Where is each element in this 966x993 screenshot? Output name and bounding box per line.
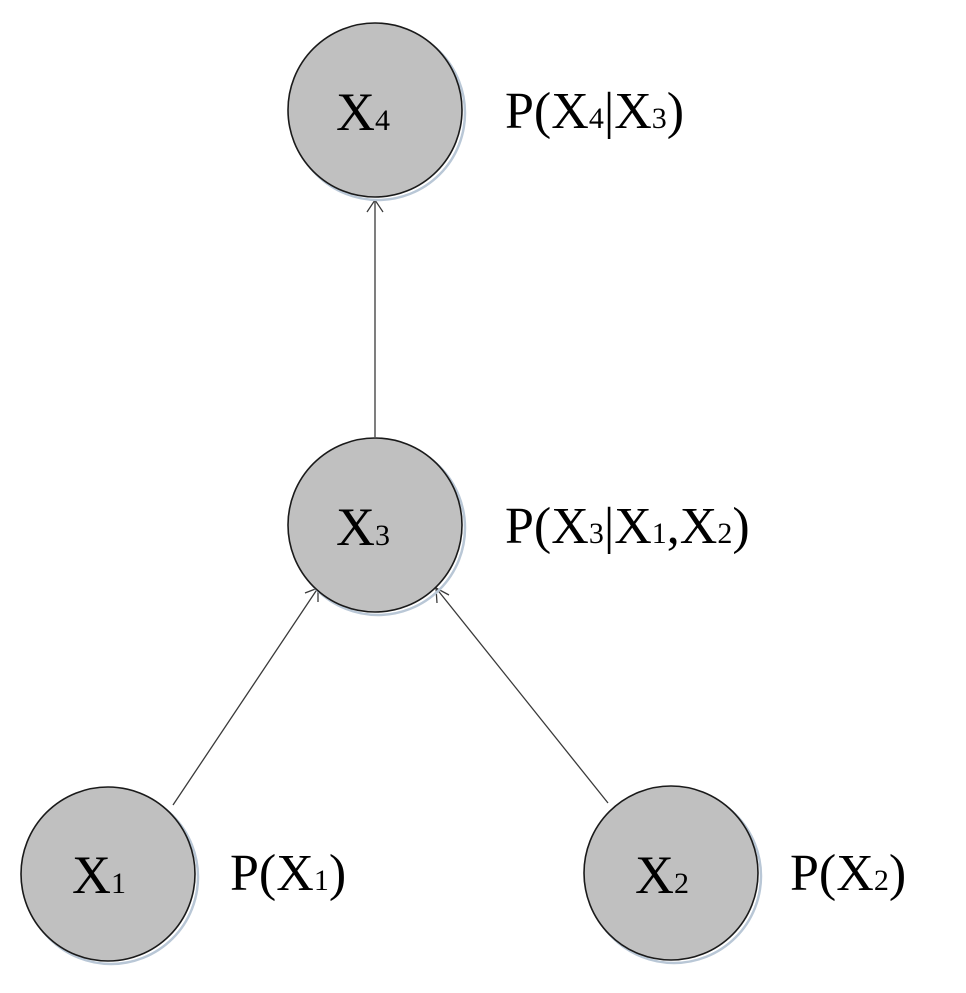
node-x3-var: X bbox=[336, 497, 375, 557]
svg-text:X2: X2 bbox=[635, 845, 689, 905]
prob-label-x1: P(X1) bbox=[230, 845, 346, 902]
edge-x1-to-x3 bbox=[172, 587, 319, 806]
node-x1-index: 1 bbox=[111, 867, 126, 900]
node-x1-var: X bbox=[72, 845, 111, 905]
node-x2-var: X bbox=[635, 845, 674, 905]
svg-text:X3: X3 bbox=[336, 497, 390, 557]
svg-text:X1: X1 bbox=[72, 845, 126, 905]
node-x4: X4 bbox=[287, 22, 467, 202]
prob-label-x4: P(X4|X3) bbox=[505, 83, 684, 140]
node-x2-index: 2 bbox=[674, 867, 689, 900]
node-x4-index: 4 bbox=[375, 104, 390, 137]
svg-text:X4: X4 bbox=[336, 82, 390, 142]
node-x2: X2 bbox=[583, 785, 763, 965]
node-x4-var: X bbox=[336, 82, 375, 142]
prob-label-x2: P(X2) bbox=[790, 845, 906, 902]
prob-label-x3: P(X3|X1,X2) bbox=[505, 498, 750, 555]
node-x3-index: 3 bbox=[375, 519, 390, 552]
edge-x2-to-x3 bbox=[435, 587, 609, 804]
node-x1: X1 bbox=[20, 786, 200, 966]
node-x3: X3 bbox=[287, 437, 467, 617]
